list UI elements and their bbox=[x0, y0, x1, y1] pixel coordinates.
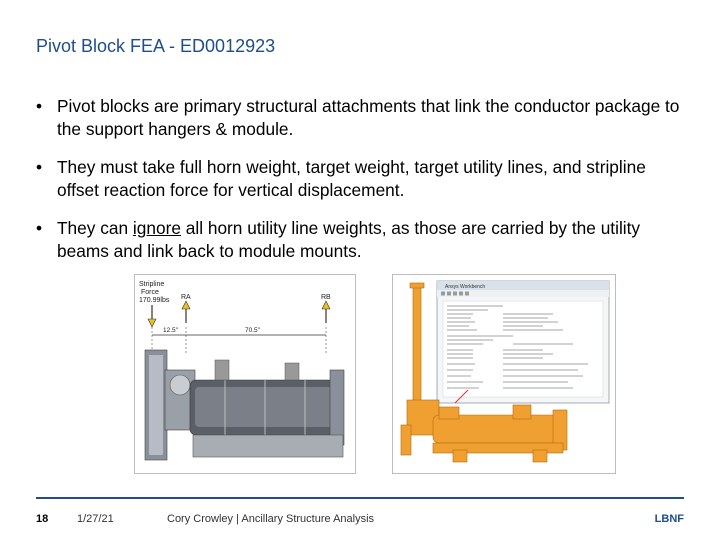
bullet-list: • Pivot blocks are primary structural at… bbox=[36, 95, 686, 278]
bullet-text: Pivot blocks are primary structural atta… bbox=[57, 96, 680, 139]
software-window-title: Ansys Workbench bbox=[445, 284, 485, 290]
force-value-label: 170.99lbs bbox=[139, 297, 170, 304]
results-text-panel bbox=[442, 300, 604, 398]
bullet-dot: • bbox=[36, 157, 43, 177]
fea-screenshot-svg: Ansys Workbench bbox=[400, 280, 610, 463]
bullet-item: • Pivot blocks are primary structural at… bbox=[36, 95, 686, 141]
ra-reaction-arrow bbox=[181, 300, 191, 323]
footer-author: Cory Crowley | Ancillary Structure Analy… bbox=[167, 513, 375, 525]
load-diagram-svg: Stripline Force 170.99lbs RA RB 12.5" 70… bbox=[139, 281, 345, 461]
rb-label: RB bbox=[321, 294, 331, 301]
ra-label: RA bbox=[181, 294, 191, 301]
bullet-item: • They must take full horn weight, targe… bbox=[36, 156, 686, 202]
bullet-text-pre: They can bbox=[57, 218, 133, 238]
dimension-left-label: 12.5" bbox=[163, 327, 179, 334]
toolbar-icons bbox=[441, 291, 469, 296]
footer-divider bbox=[36, 497, 684, 499]
pivot-block-load-diagram: Stripline Force 170.99lbs RA RB 12.5" 70… bbox=[134, 274, 356, 474]
dimension-right-label: 70.5" bbox=[245, 327, 261, 334]
page-number: 18 bbox=[36, 513, 49, 525]
stripline-label: Stripline bbox=[139, 281, 164, 288]
bullet-text-post: all horn utility line weights, as those … bbox=[57, 218, 641, 261]
force-label: Force bbox=[141, 289, 159, 296]
results-text-lines bbox=[447, 305, 588, 389]
stripline-force-arrow bbox=[147, 305, 157, 328]
horn-assembly-drawing bbox=[144, 349, 345, 461]
slide-title: Pivot Block FEA - ED0012923 bbox=[36, 36, 276, 56]
rb-reaction-arrow bbox=[321, 300, 331, 323]
bullet-dot: • bbox=[36, 218, 43, 238]
bullet-dot: • bbox=[36, 96, 43, 116]
bullet-underlined-word: ignore bbox=[132, 218, 181, 238]
bullet-text: They must take full horn weight, target … bbox=[57, 157, 646, 200]
load-indicator bbox=[454, 389, 469, 404]
footer-date: 1/27/21 bbox=[77, 513, 114, 525]
orange-fea-model bbox=[400, 282, 568, 463]
fea-software-screenshot: Ansys Workbench bbox=[392, 274, 616, 474]
footer-brand: LBNF bbox=[654, 513, 684, 525]
bullet-item: • They can ignore all horn utility line … bbox=[36, 217, 686, 263]
